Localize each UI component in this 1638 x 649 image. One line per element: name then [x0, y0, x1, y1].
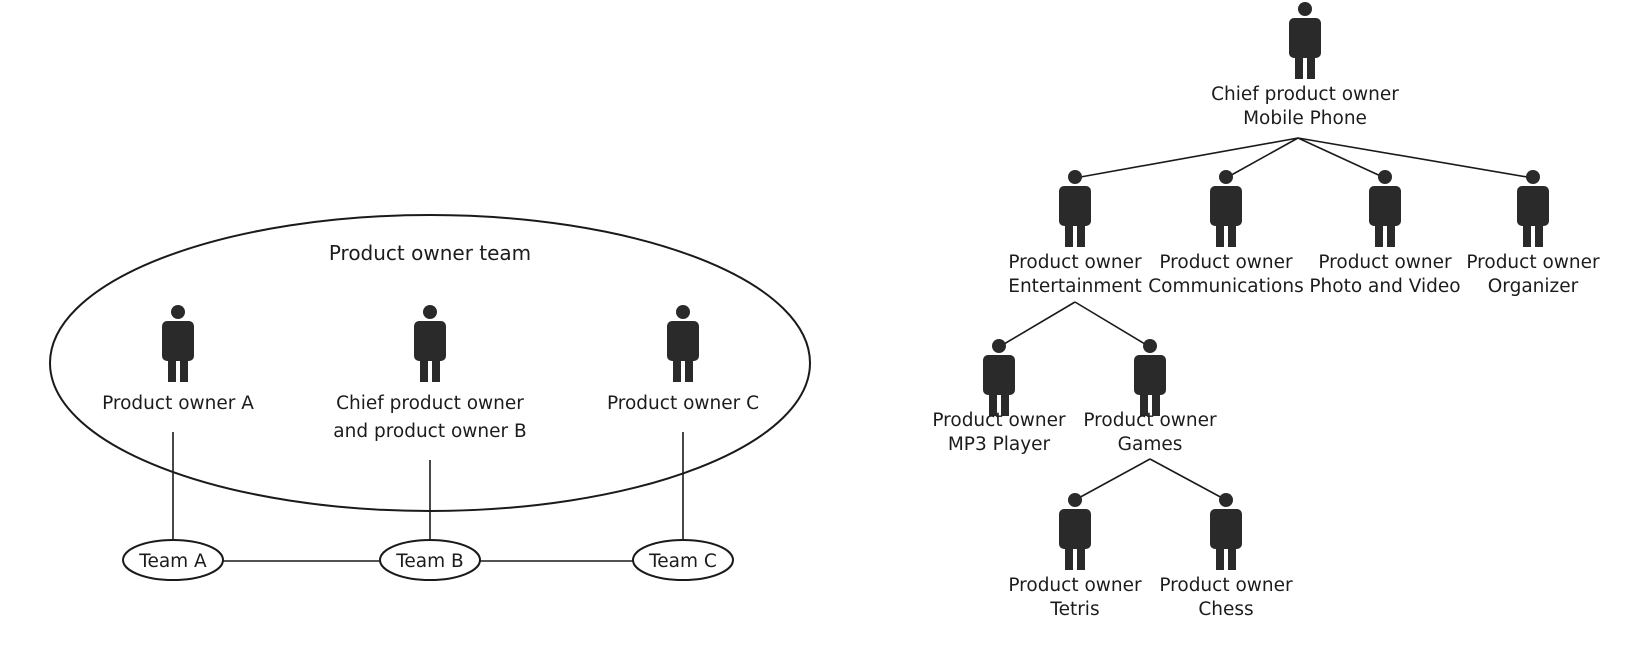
- product-owner-hierarchy: Chief product owner Mobile Phone Product…: [932, 2, 1600, 620]
- tetris-owner-label-line2: Tetris: [1049, 599, 1099, 620]
- person-icon: [1059, 493, 1091, 570]
- photo-video-owner-label-line1: Product owner: [1318, 252, 1452, 273]
- team-b-node: [379, 539, 481, 581]
- product-owner-team-ellipse: [49, 214, 811, 512]
- person-icon: [1059, 170, 1091, 247]
- team-a-label: Team A: [138, 551, 207, 572]
- team-c-label: Team C: [648, 551, 717, 572]
- team-b-label: Team B: [395, 551, 463, 572]
- communications-owner-label-line1: Product owner: [1159, 252, 1293, 273]
- chief-owner-label-line1: Chief product owner: [1211, 84, 1399, 105]
- communications-owner-label-line2: Communications: [1148, 276, 1303, 297]
- edge-games-tetris: [1074, 458, 1151, 501]
- mp3-owner-label-line2: MP3 Player: [948, 434, 1051, 455]
- person-icon: [983, 339, 1015, 416]
- entertainment-owner-label-line2: Entertainment: [1008, 276, 1142, 297]
- owner-b-label-line2: and product owner B: [333, 421, 526, 442]
- person-icon: [414, 305, 446, 382]
- chess-owner-label-line1: Product owner: [1159, 575, 1293, 596]
- edge-chief-communications: [1225, 137, 1299, 179]
- edge-chief-photo-video: [1297, 137, 1386, 179]
- owner-c-label: Product owner C: [607, 393, 759, 414]
- chief-owner-label-line2: Mobile Phone: [1243, 108, 1367, 129]
- product-owner-team-title: Product owner team: [329, 241, 531, 265]
- entertainment-owner-label-line1: Product owner: [1008, 252, 1142, 273]
- person-icon: [667, 305, 699, 382]
- team-c-node: [632, 539, 734, 581]
- person-icon: [162, 305, 194, 382]
- edge-entertainment-mp3: [998, 301, 1076, 348]
- team-a-node: [122, 539, 224, 581]
- person-icon: [1210, 170, 1242, 247]
- chess-owner-label-line2: Chess: [1198, 599, 1253, 620]
- person-icon: [1517, 170, 1549, 247]
- product-owner-team-diagram: Product owner team Product owner A Chief…: [49, 214, 811, 581]
- edge-chief-organizer: [1297, 137, 1534, 179]
- photo-video-owner-label-line2: Photo and Video: [1309, 276, 1460, 297]
- edge-games-chess: [1149, 458, 1227, 501]
- person-icon: [1210, 493, 1242, 570]
- organizer-owner-label-line1: Product owner: [1466, 252, 1600, 273]
- person-icon: [1369, 170, 1401, 247]
- person-icon: [1134, 339, 1166, 416]
- mp3-owner-label-line1: Product owner: [932, 410, 1066, 431]
- person-icon: [1289, 2, 1321, 79]
- organizer-owner-label-line2: Organizer: [1488, 276, 1579, 297]
- games-owner-label-line2: Games: [1118, 434, 1183, 455]
- owner-a-label: Product owner A: [102, 393, 254, 414]
- games-owner-label-line1: Product owner: [1083, 410, 1217, 431]
- edge-chief-entertainment: [1074, 137, 1299, 179]
- owner-b-label-line1: Chief product owner: [336, 393, 524, 414]
- edge-entertainment-games: [1074, 301, 1151, 348]
- tetris-owner-label-line1: Product owner: [1008, 575, 1142, 596]
